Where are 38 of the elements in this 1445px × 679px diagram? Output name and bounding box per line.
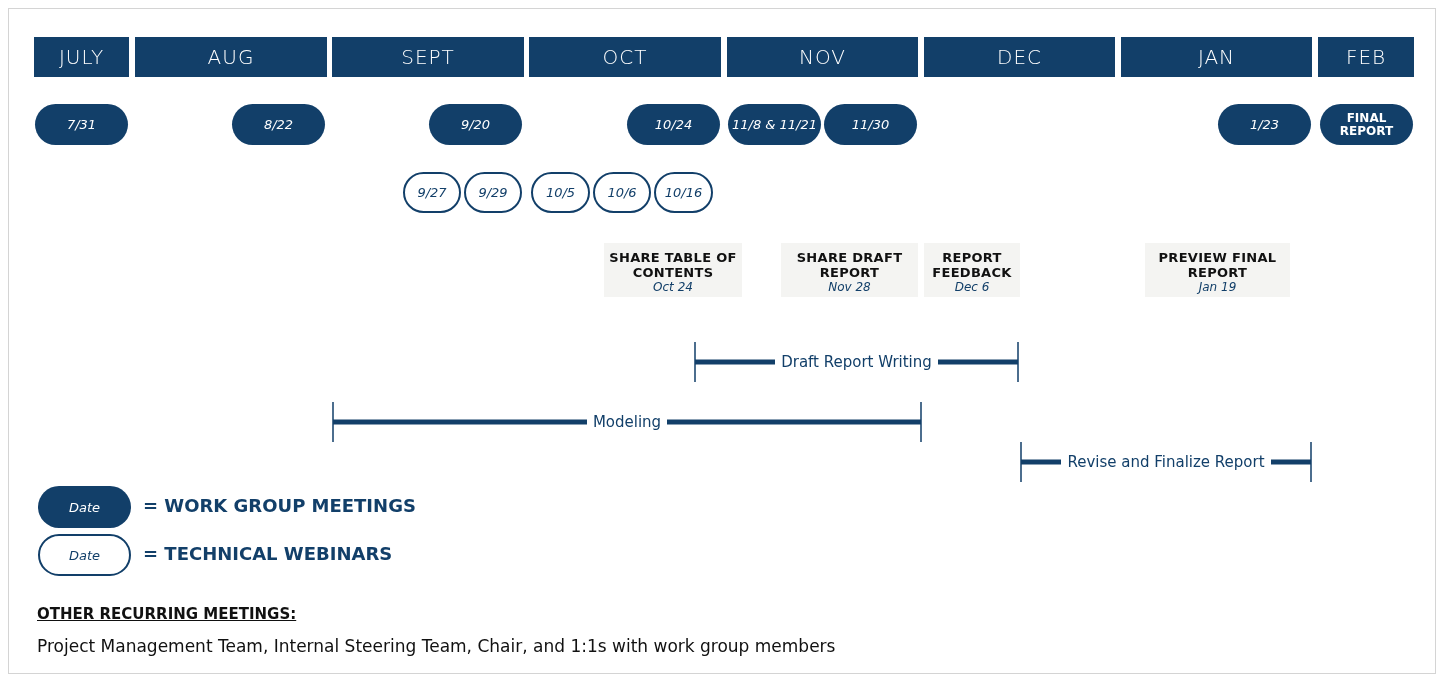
month-header: JAN xyxy=(1121,37,1312,77)
webinar-pill: Date xyxy=(38,534,131,576)
note-text: Project Management Team, Internal Steering Team, Chair, and 1:1s with work group members xyxy=(37,636,836,656)
meeting-pill: 1/23 xyxy=(1218,104,1311,145)
month-header: DEC xyxy=(924,37,1115,77)
webinar-pill: 9/29 xyxy=(464,172,522,213)
webinar-pill: 9/27 xyxy=(403,172,461,213)
month-header: AUG xyxy=(135,37,327,77)
meeting-pill: 8/22 xyxy=(232,104,325,145)
meeting-pill: Date xyxy=(38,486,131,528)
meeting-pill: 10/24 xyxy=(627,104,720,145)
span-label: Draft Report Writing xyxy=(775,353,938,371)
span-label: Revise and Finalize Report xyxy=(1061,453,1271,471)
meeting-pill: 7/31 xyxy=(35,104,128,145)
meeting-pill: 11/30 xyxy=(824,104,917,145)
legend-label: = TECHNICAL WEBINARS xyxy=(143,543,393,564)
month-header: NOV xyxy=(727,37,918,77)
month-header: JULY xyxy=(34,37,129,77)
milestone-title: REPORT FEEDBACK xyxy=(931,250,1013,280)
webinar-pill: 10/16 xyxy=(654,172,713,213)
milestone-date: Nov 28 xyxy=(828,280,871,294)
milestone-title: PREVIEW FINAL REPORT xyxy=(1157,250,1278,280)
milestone-title: SHARE DRAFT REPORT xyxy=(795,250,904,280)
section-heading: OTHER RECURRING MEETINGS: xyxy=(37,605,297,623)
milestone-date: Oct 24 xyxy=(653,280,693,294)
webinar-pill: 10/6 xyxy=(593,172,651,213)
meeting-pill: FINAL REPORT xyxy=(1320,104,1413,145)
meeting-pill: 11/8 & 11/21 xyxy=(728,104,821,145)
legend-label: = WORK GROUP MEETINGS xyxy=(143,495,416,516)
month-header: FEB xyxy=(1318,37,1414,77)
webinar-pill: 10/5 xyxy=(531,172,590,213)
milestone-title: SHARE TABLE OF CONTENTS xyxy=(608,250,738,280)
milestone-date: Jan 19 xyxy=(1198,280,1237,294)
month-header: OCT xyxy=(529,37,721,77)
month-header: SEPT xyxy=(332,37,524,77)
milestone-date: Dec 6 xyxy=(954,280,990,294)
meeting-pill: 9/20 xyxy=(429,104,522,145)
span-label: Modeling xyxy=(586,413,668,431)
